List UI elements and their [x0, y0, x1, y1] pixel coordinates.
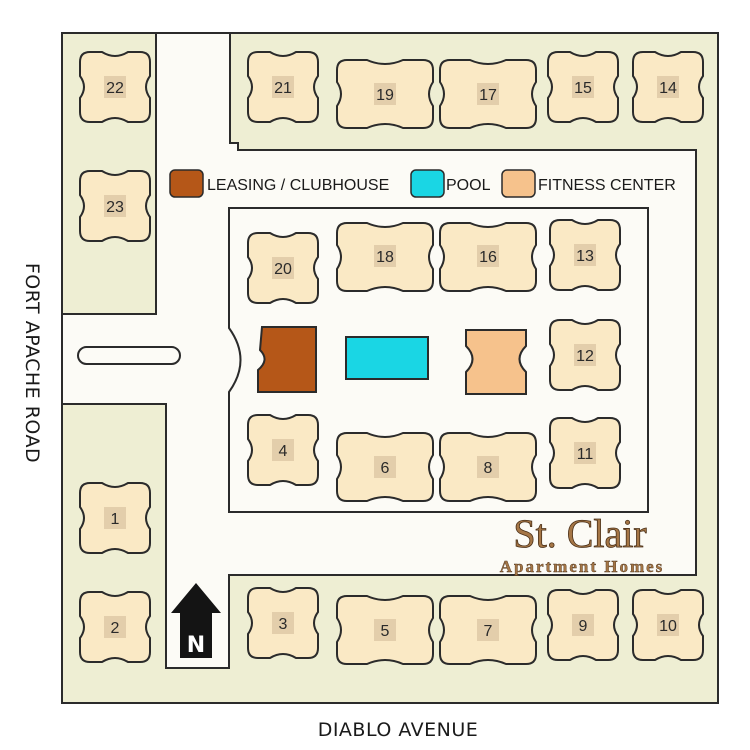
leasing-clubhouse[interactable]	[257, 326, 317, 393]
building-21[interactable]: 21	[247, 51, 319, 123]
building-23[interactable]: 23	[79, 170, 151, 242]
building-20[interactable]: 20	[247, 232, 319, 304]
building-number: 5	[381, 623, 390, 640]
building-plate	[374, 456, 396, 478]
building-plate	[574, 344, 596, 366]
map-legend: LEASING / CLUBHOUSE POOL FITNESS CENTER	[169, 169, 676, 198]
building-4[interactable]: 4	[247, 414, 319, 486]
building-3[interactable]: 3	[247, 587, 319, 659]
building-9[interactable]: 9	[547, 589, 619, 661]
building-plate	[374, 245, 396, 267]
building-16[interactable]: 16	[439, 222, 537, 292]
building-8[interactable]: 8	[439, 432, 537, 502]
building-number: 12	[576, 348, 594, 365]
building-number: 15	[574, 80, 592, 97]
building-17[interactable]: 17	[439, 59, 537, 129]
building-12[interactable]: 12	[549, 319, 621, 391]
street-label-diablo: DIABLO AVENUE	[318, 719, 479, 741]
building-14[interactable]: 14	[632, 51, 704, 123]
building-plate	[104, 616, 126, 638]
building-number: 16	[479, 249, 497, 266]
building-13[interactable]: 13	[549, 219, 621, 291]
building-number: 11	[577, 446, 594, 463]
pool[interactable]	[345, 336, 429, 380]
building-number: 1	[111, 511, 120, 528]
building-number: 23	[106, 199, 124, 216]
building-number: 6	[381, 460, 390, 477]
building-number: 7	[484, 623, 493, 640]
building-number: 20	[274, 261, 292, 278]
building-5[interactable]: 5	[336, 595, 434, 665]
building-10[interactable]: 10	[632, 589, 704, 661]
building-7[interactable]: 7	[439, 595, 537, 665]
building-number: 4	[279, 443, 288, 460]
building-number: 8	[484, 460, 493, 477]
building-plate	[572, 614, 594, 636]
entrance-median	[77, 346, 181, 365]
building-number: 19	[376, 87, 394, 104]
building-number: 14	[659, 80, 677, 97]
building-plate	[477, 456, 499, 478]
building-19[interactable]: 19	[336, 59, 434, 129]
building-plate	[104, 195, 126, 217]
building-plate	[477, 619, 499, 641]
building-number: 9	[579, 618, 588, 635]
building-number: 2	[111, 620, 120, 637]
brand-tagline: Apartment Homes	[500, 557, 665, 576]
fitness-center[interactable]	[465, 329, 527, 395]
building-plate	[574, 244, 596, 266]
building-number: 3	[279, 616, 288, 633]
legend-swatch-leasing	[169, 169, 204, 198]
north-arrow-icon	[171, 583, 221, 658]
building-number: 10	[659, 618, 677, 635]
building-plate	[374, 619, 396, 641]
building-plate	[272, 76, 294, 98]
building-plate	[272, 439, 294, 461]
building-plate	[272, 612, 294, 634]
legend-label-fitness: FITNESS CENTER	[538, 177, 676, 194]
north-label: N	[187, 633, 205, 658]
brand-logo: St. Clair Apartment Homes	[500, 511, 665, 577]
building-plate	[272, 257, 294, 279]
building-1[interactable]: 1	[79, 482, 151, 554]
building-number: 18	[376, 249, 394, 266]
building-18[interactable]: 18	[336, 222, 434, 292]
building-number: 13	[576, 248, 594, 265]
legend-swatch-pool	[410, 169, 445, 198]
building-plate	[374, 83, 396, 105]
building-plate	[477, 245, 499, 267]
building-11[interactable]: 11	[549, 417, 621, 489]
legend-label-pool: POOL	[446, 177, 491, 194]
building-15[interactable]: 15	[547, 51, 619, 123]
building-number: 22	[106, 80, 124, 97]
building-number: 17	[479, 87, 497, 104]
street-label-fort-apache: FORT APACHE ROAD	[21, 263, 43, 463]
building-plate	[574, 442, 596, 464]
building-plate	[657, 76, 679, 98]
legend-swatch-fitness	[501, 169, 536, 198]
building-2[interactable]: 2	[79, 591, 151, 663]
building-6[interactable]: 6	[336, 432, 434, 502]
north-arrow: N	[171, 583, 221, 658]
building-number: 21	[274, 80, 292, 97]
building-plate	[104, 76, 126, 98]
building-22[interactable]: 22	[79, 51, 151, 123]
legend-label-leasing: LEASING / CLUBHOUSE	[207, 177, 389, 194]
building-plate	[104, 507, 126, 529]
building-plate	[572, 76, 594, 98]
brand-name: St. Clair	[513, 511, 646, 556]
building-plate	[657, 614, 679, 636]
building-plate	[477, 83, 499, 105]
